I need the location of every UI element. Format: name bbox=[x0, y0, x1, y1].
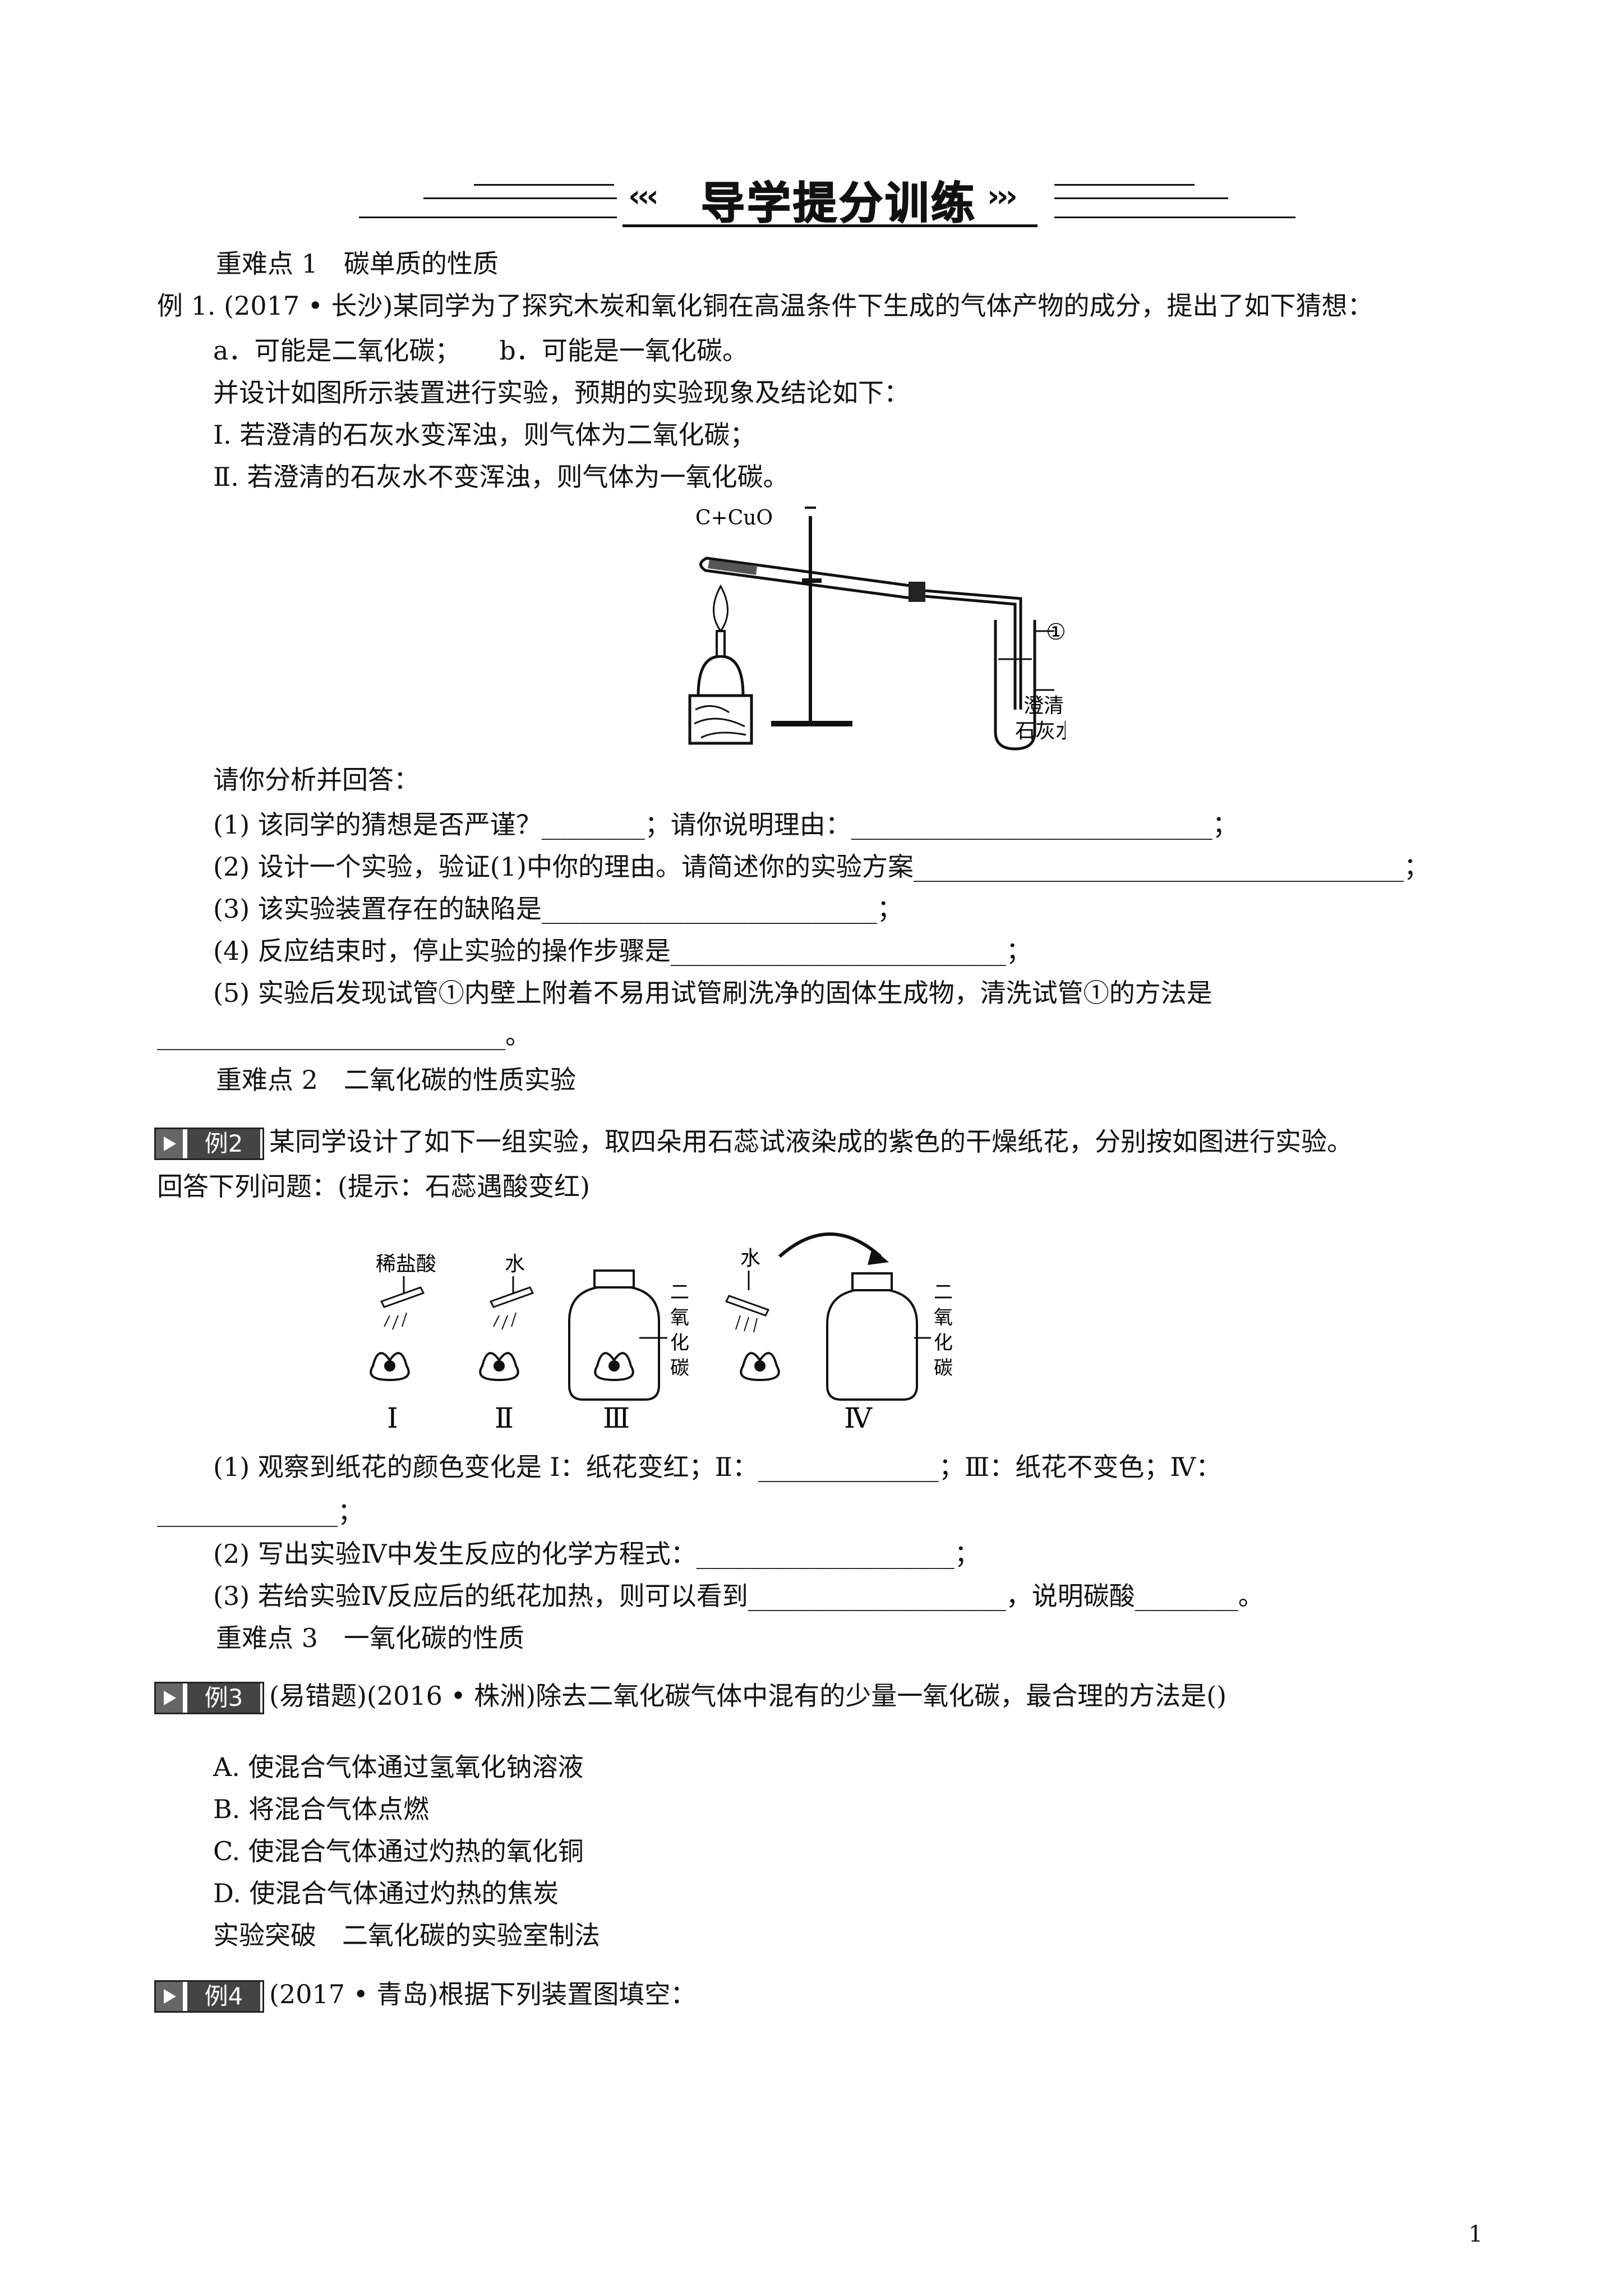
example-1-design: 并设计如图所示装置进行实验，预期的实验现象及结论如下： bbox=[213, 378, 910, 408]
section-header: ‹‹‹ 导学提分训练 ››› bbox=[0, 163, 1623, 230]
co2-char: 二 bbox=[934, 1281, 953, 1304]
paper-flower-icon bbox=[370, 1352, 410, 1382]
water-label-1: 水 bbox=[505, 1253, 525, 1276]
limewater-label-1: 澄清 bbox=[1023, 694, 1064, 717]
example-1-stem: 例 1. (2017 • 长沙)某同学为了探究木炭和氧化铜在高温条件下生成的气体… bbox=[157, 291, 1373, 321]
option-a: A. 使混合气体通过氢氧化钠溶液 bbox=[213, 1752, 584, 1782]
key-point-3: 重难点 3 一氧化碳的性质 bbox=[216, 1623, 524, 1653]
question-2-3: (3) 若给实验Ⅳ反应后的纸花加热，则可以看到_________________… bbox=[213, 1581, 1264, 1611]
reactant-label: C+CuO bbox=[695, 507, 773, 530]
play-triangle-icon bbox=[156, 1683, 183, 1713]
co2-bottle-IV bbox=[826, 1272, 918, 1401]
question-1-5-answer: ___________________________。 bbox=[157, 1020, 531, 1050]
co2-char: 碳 bbox=[934, 1357, 953, 1379]
example-3-stem: (易错题)(2016 • 株洲)除去二氧化碳气体中混有的少量一氧化碳，最合理的方… bbox=[269, 1681, 1227, 1711]
label-II: Ⅱ bbox=[495, 1402, 514, 1434]
example-1-guess: a．可能是二氧化碳； b．可能是一氧化碳。 bbox=[213, 335, 748, 366]
header-rule bbox=[474, 184, 614, 186]
co2-char: 化 bbox=[670, 1332, 689, 1354]
example-3-tag: 例3 bbox=[154, 1682, 264, 1714]
page-number: 1 bbox=[1468, 2221, 1483, 2247]
question-2-1: (1) 观察到纸花的颜色变化是 Ⅰ：纸花变红；Ⅱ：______________；… bbox=[213, 1452, 1222, 1482]
option-d: D. 使混合气体通过灼热的焦炭 bbox=[213, 1878, 559, 1908]
example-2-stem-2: 回答下列问题：(提示：石蕊遇酸变红) bbox=[157, 1171, 590, 1202]
transfer-arrow-icon bbox=[778, 1232, 882, 1258]
flower-experiment-figure: 稀盐酸 Ⅰ 水 Ⅱ 二 氧 化 碳 Ⅲ 水 二 氧 化 bbox=[370, 1232, 953, 1434]
apparatus-figure: C+CuO ① 澄清 石灰水 bbox=[688, 507, 1066, 751]
left-chevrons-icon: ‹‹‹ bbox=[628, 178, 659, 214]
option-c: C. 使混合气体通过灼热的氧化铜 bbox=[213, 1836, 584, 1866]
co2-char: 氧 bbox=[670, 1306, 689, 1329]
paper-flower-icon bbox=[740, 1352, 780, 1382]
title-underline bbox=[623, 224, 1038, 227]
header-rule bbox=[423, 197, 617, 199]
header-rule bbox=[1054, 197, 1228, 199]
key-point-4: 实验突破 二氧化碳的实验室制法 bbox=[213, 1920, 600, 1950]
limewater-label-2: 石灰水 bbox=[1015, 720, 1066, 743]
question-1-5: (5) 实验后发现试管①内壁上附着不易用试管刷洗净的固体生成物，清洗试管①的方法… bbox=[213, 978, 1212, 1008]
question-1-4: (4) 反应结束时，停止实验的操作步骤是____________________… bbox=[213, 936, 1032, 966]
example-2-tag: 例2 bbox=[154, 1128, 264, 1160]
header-rule bbox=[1054, 217, 1295, 218]
co2-char: 二 bbox=[670, 1281, 689, 1304]
key-point-1: 重难点 1 碳单质的性质 bbox=[216, 249, 499, 279]
right-chevrons-icon: ››› bbox=[987, 178, 1018, 214]
co2-char: 碳 bbox=[670, 1357, 689, 1379]
header-rule bbox=[359, 217, 617, 218]
paper-flower-icon bbox=[479, 1352, 519, 1382]
example-4-tag: 例4 bbox=[154, 1980, 264, 2013]
label-III: Ⅲ bbox=[603, 1402, 630, 1434]
play-triangle-icon bbox=[156, 1982, 183, 2011]
question-1-1: (1) 该同学的猜想是否严谨？________；请你说明理由：_________… bbox=[213, 809, 1238, 840]
option-b: B. 将混合气体点燃 bbox=[213, 1794, 430, 1824]
label-I: Ⅰ bbox=[387, 1402, 398, 1434]
water-label-2: 水 bbox=[740, 1247, 760, 1270]
question-2-2: (2) 写出实验Ⅳ中发生反应的化学方程式：___________________… bbox=[213, 1539, 980, 1569]
example-2-stem: 某同学设计了如下一组实验，取四朵用石蕊试液染成的紫色的干燥纸花，分别按如图进行实… bbox=[269, 1126, 1353, 1157]
section-title: 导学提分训练 bbox=[700, 178, 978, 229]
acid-label: 稀盐酸 bbox=[376, 1253, 436, 1276]
paper-flower-icon bbox=[594, 1352, 634, 1382]
tube-number-label: ① bbox=[1046, 619, 1066, 645]
play-triangle-icon bbox=[156, 1129, 183, 1158]
question-1-2: (2) 设计一个实验，验证(1)中你的理由。请简述你的实验方案_________… bbox=[213, 852, 1430, 882]
header-rule bbox=[1054, 184, 1195, 186]
question-1-3: (3) 该实验装置存在的缺陷是_________________________… bbox=[213, 894, 903, 924]
label-IV: Ⅳ bbox=[844, 1402, 873, 1434]
example-4-stem: (2017 • 青岛)根据下列装置图填空： bbox=[269, 1979, 697, 2009]
question-2-1-answer: ______________； bbox=[157, 1497, 363, 1527]
example-1-conclusion-1: Ⅰ. 若澄清的石灰水变浑浊，则气体为二氧化碳； bbox=[213, 420, 756, 450]
key-point-2: 重难点 2 二氧化碳的性质实验 bbox=[216, 1065, 576, 1095]
co2-char: 化 bbox=[934, 1332, 953, 1354]
co2-char: 氧 bbox=[934, 1306, 953, 1329]
example-1-ask: 请你分析并回答： bbox=[213, 765, 419, 795]
example-1-conclusion-2: Ⅱ. 若澄清的石灰水不变浑浊，则气体为一氧化碳。 bbox=[213, 462, 789, 492]
co2-bottle-III bbox=[568, 1269, 660, 1401]
